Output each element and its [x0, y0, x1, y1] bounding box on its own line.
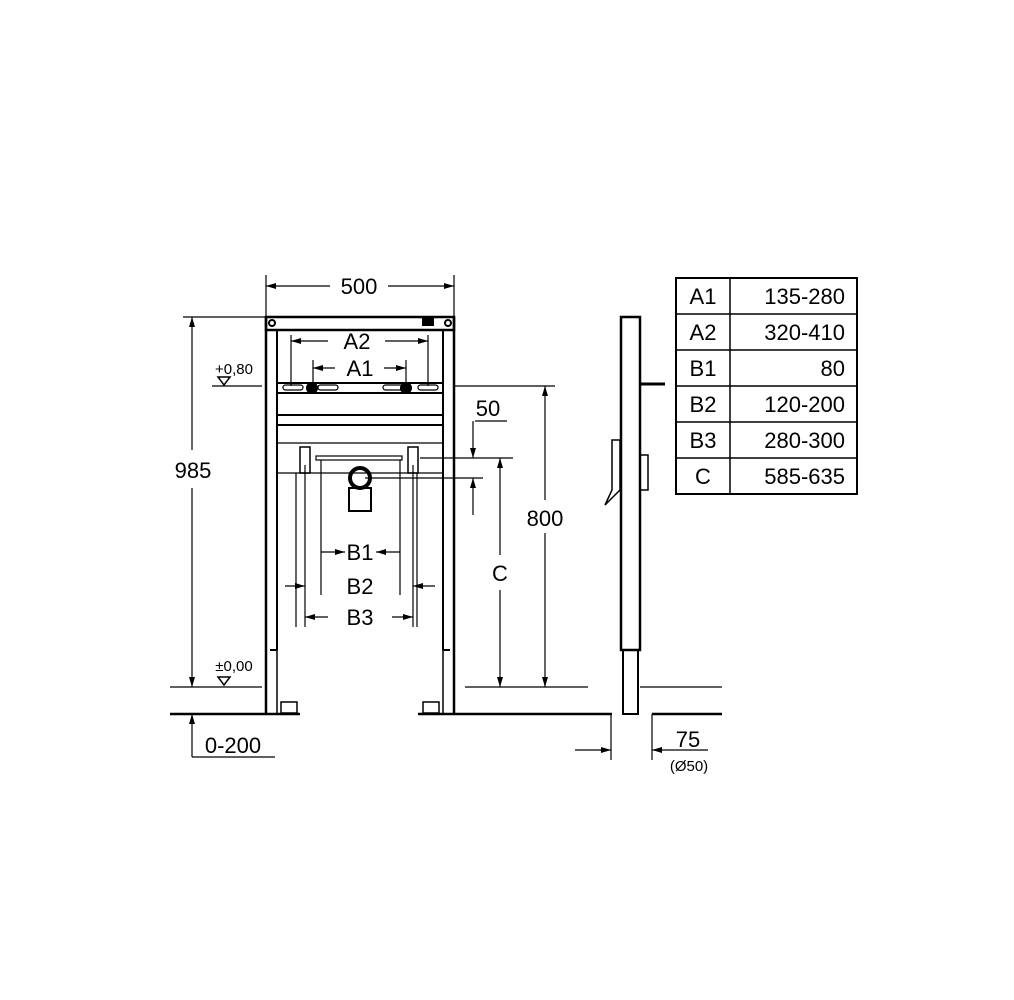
table-value: 585-635: [764, 464, 845, 489]
b2-label: B2: [347, 574, 374, 599]
table-key: B1: [690, 356, 717, 381]
dimension-table: A1 135-280 A2 320-410 B1 80 B2 120-200 B…: [675, 277, 858, 495]
table-key: A1: [690, 284, 717, 309]
height-label: 985: [175, 458, 212, 483]
front-frame: [170, 315, 612, 716]
b3-label: B3: [347, 605, 374, 630]
rail-height-label: 800: [527, 506, 564, 531]
level-floor-label: ±0,00: [215, 658, 252, 675]
dimension-lines: [170, 275, 722, 760]
depth-label: 75: [676, 727, 700, 752]
table-value: 320-410: [764, 320, 845, 345]
table-value: 135-280: [764, 284, 845, 309]
table-key: A2: [690, 320, 717, 345]
floor-adjust-label: 0-200: [205, 733, 261, 758]
level-top-label: +0,80: [215, 361, 253, 378]
c-label: C: [492, 561, 508, 586]
table-key: C: [695, 464, 711, 489]
a2-label: A2: [344, 329, 371, 354]
table-value: 280-300: [764, 428, 845, 453]
pipe-diameter-label: (Ø50): [670, 758, 708, 775]
b1-label: B1: [347, 540, 374, 565]
offset-label: 50: [476, 396, 500, 421]
table-value: 80: [821, 356, 845, 381]
width-label: 500: [341, 274, 378, 299]
table-value: 120-200: [764, 392, 845, 417]
a1-label: A1: [347, 356, 374, 381]
side-view: [604, 315, 722, 716]
table-key: B2: [690, 392, 717, 417]
table-key: B3: [690, 428, 717, 453]
